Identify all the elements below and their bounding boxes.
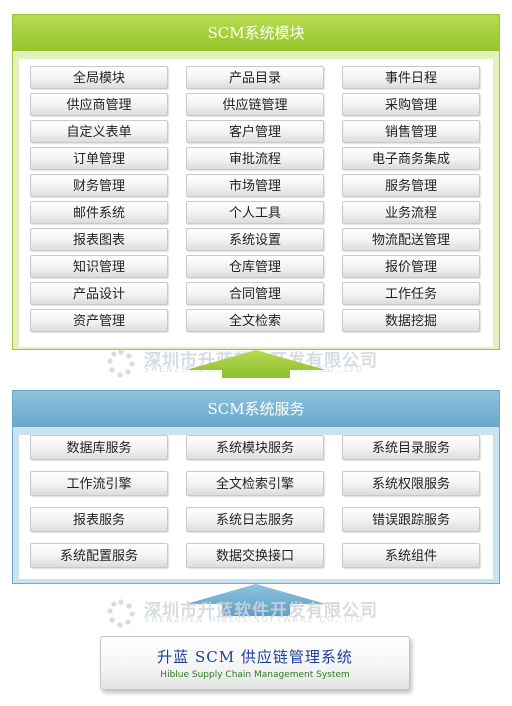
module-button[interactable]: 工作任务 (342, 282, 480, 305)
watermark-company-en: SHENZHEN HIBLUE SOFTWARE CO.,LTD (144, 615, 365, 624)
module-button[interactable]: 业务流程 (342, 201, 480, 224)
company-logo-icon (107, 349, 135, 378)
services-grid: 数据库服务 系统模块服务 系统目录服务 工作流引擎 全文检索引擎 系统权限服务 … (30, 435, 480, 568)
watermark-company-cn: 深圳市升蓝软件开发有限公司 (144, 601, 378, 621)
module-button[interactable]: 服务管理 (342, 174, 480, 197)
module-button[interactable]: 供应商管理 (30, 93, 168, 116)
module-button[interactable]: 采购管理 (342, 93, 480, 116)
module-button[interactable]: 财务管理 (30, 174, 168, 197)
system-box: 升蓝 SCM 供应链管理系统 Hiblue Supply Chain Manag… (100, 636, 410, 690)
module-button[interactable]: 邮件系统 (30, 201, 168, 224)
module-button[interactable]: 仓库管理 (186, 255, 324, 278)
service-button[interactable]: 数据交换接口 (186, 543, 324, 568)
module-button[interactable]: 个人工具 (186, 201, 324, 224)
module-button[interactable]: 销售管理 (342, 120, 480, 143)
module-button[interactable]: 物流配送管理 (342, 228, 480, 251)
module-button[interactable]: 报表图表 (30, 228, 168, 251)
services-panel-title: SCM系统服务 (13, 391, 499, 427)
modules-panel-title: SCM系统模块 (13, 15, 499, 51)
module-button[interactable]: 客户管理 (186, 120, 324, 143)
up-arrow-icon (186, 350, 326, 378)
module-button[interactable]: 事件日程 (342, 66, 480, 89)
module-button[interactable]: 资产管理 (30, 309, 168, 332)
module-button[interactable]: 全文检索 (186, 309, 324, 332)
service-button[interactable]: 系统配置服务 (30, 543, 168, 568)
module-button[interactable]: 报价管理 (342, 255, 480, 278)
company-watermark: 深圳市升蓝软件开发有限公司 SHENZHEN HIBLUE SOFTWARE C… (100, 596, 420, 630)
module-button[interactable]: 产品设计 (30, 282, 168, 305)
company-logo-icon (107, 599, 135, 628)
service-button[interactable]: 系统日志服务 (186, 507, 324, 532)
up-arrow-icon (186, 584, 326, 616)
service-button[interactable]: 系统组件 (342, 543, 480, 568)
module-button[interactable]: 电子商务集成 (342, 147, 480, 170)
module-button[interactable]: 产品目录 (186, 66, 324, 89)
module-button[interactable]: 审批流程 (186, 147, 324, 170)
service-button[interactable]: 工作流引擎 (30, 471, 168, 496)
module-button[interactable]: 合同管理 (186, 282, 324, 305)
module-button[interactable]: 自定义表单 (30, 120, 168, 143)
service-button[interactable]: 错误跟踪服务 (342, 507, 480, 532)
module-button[interactable]: 知识管理 (30, 255, 168, 278)
module-button[interactable]: 全局模块 (30, 66, 168, 89)
modules-grid: 全局模块 产品目录 事件日程 供应商管理 供应链管理 采购管理 自定义表单 客户… (30, 66, 480, 332)
service-button[interactable]: 系统目录服务 (342, 435, 480, 460)
service-button[interactable]: 系统模块服务 (186, 435, 324, 460)
service-button[interactable]: 全文检索引擎 (186, 471, 324, 496)
service-button[interactable]: 系统权限服务 (342, 471, 480, 496)
system-title: 升蓝 SCM 供应链管理系统 (157, 648, 353, 666)
service-button[interactable]: 数据库服务 (30, 435, 168, 460)
module-button[interactable]: 市场管理 (186, 174, 324, 197)
service-button[interactable]: 报表服务 (30, 507, 168, 532)
module-button[interactable]: 供应链管理 (186, 93, 324, 116)
system-subtitle: Hiblue Supply Chain Management System (160, 670, 350, 680)
module-button[interactable]: 订单管理 (30, 147, 168, 170)
module-button[interactable]: 数据挖掘 (342, 309, 480, 332)
module-button[interactable]: 系统设置 (186, 228, 324, 251)
